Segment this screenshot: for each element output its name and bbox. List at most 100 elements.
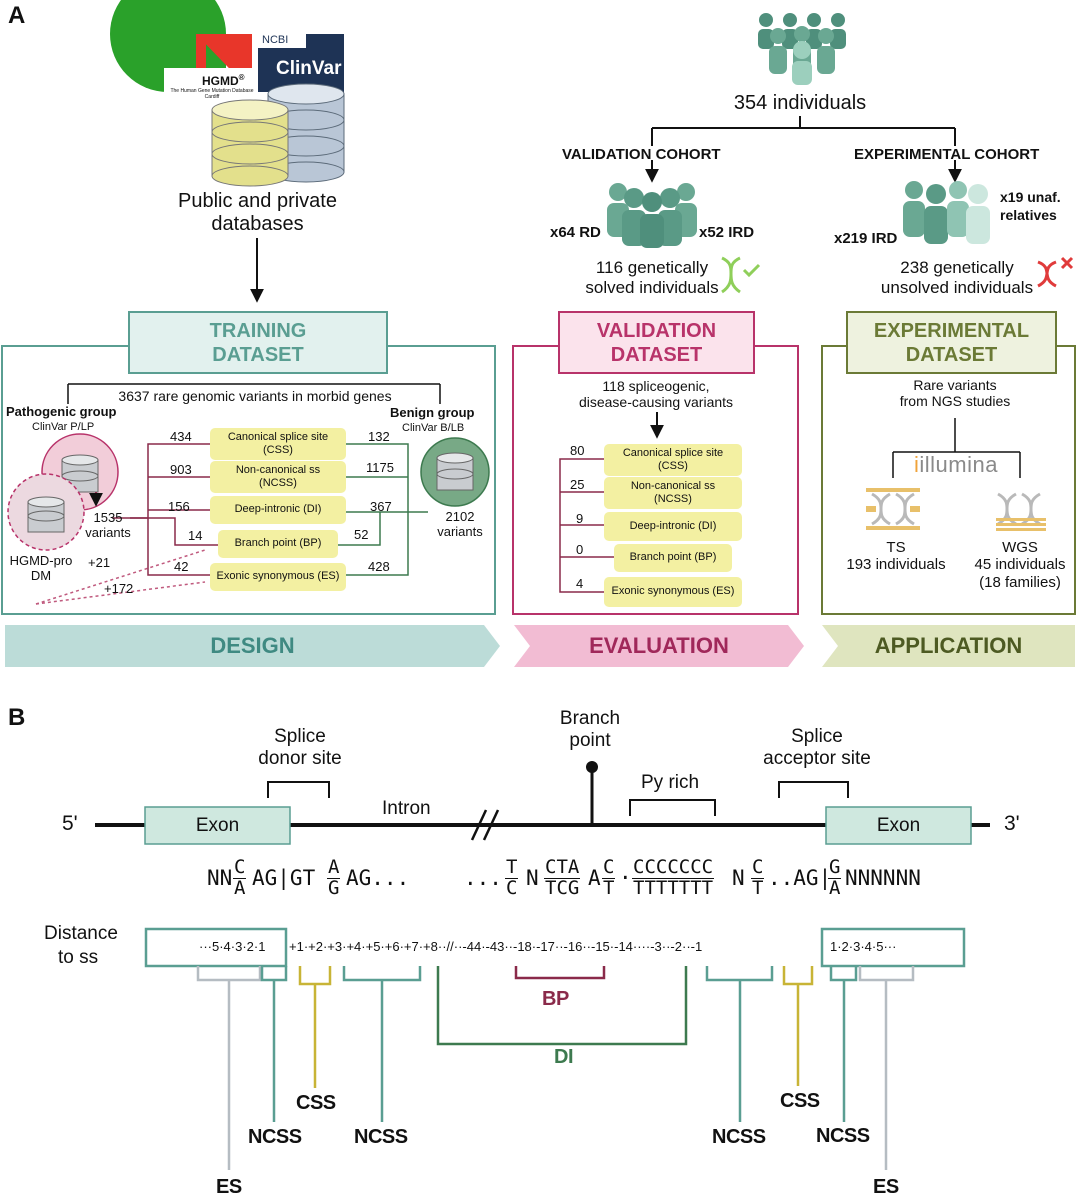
cohort-tree [645, 116, 962, 183]
validation-category-di: Deep-intronic (DI) [604, 512, 742, 541]
validation-category-css: Canonical splice site(CSS) [604, 444, 742, 476]
validation-category-ncss: Non-canonical ss(NCSS) [604, 477, 742, 509]
training-category-bp: Branch point (BP) [218, 530, 338, 558]
pathogenic-group-label: Pathogenic group [6, 404, 117, 419]
training-ncss-pathogenic: 903 [170, 462, 192, 477]
five-prime-label: 5' [62, 812, 78, 835]
es-right-label: ES [873, 1176, 899, 1198]
training-css-benign: 132 [368, 429, 390, 444]
benign-group-label: Benign group [390, 405, 475, 420]
benign-source: ClinVar B/LB [402, 422, 465, 434]
ncss-label-1: NCSS [248, 1126, 302, 1148]
ncss-label-4: NCSS [816, 1125, 870, 1147]
right-exon-distance-box [820, 927, 966, 968]
dna-cross-icon [1037, 256, 1074, 288]
hgmd-pro-dashed [35, 549, 206, 605]
hgmd-logo-text: HGMD® [202, 73, 245, 88]
validation-category-bp: Branch point (BP) [614, 544, 732, 572]
evaluation-band-label: EVALUATION [589, 633, 729, 658]
validation-connectors [559, 458, 614, 593]
people-icon-experimental [903, 181, 990, 244]
ncss-right-intron-bracket [705, 966, 774, 1122]
ncss-left-intron-bracket [342, 966, 422, 1122]
seq-nn: NN [207, 866, 233, 890]
seq-nnnnnn: NNNNNN [845, 866, 921, 890]
css-right-bracket [782, 966, 814, 1086]
css-left-label: CSS [296, 1092, 336, 1114]
experimental-cohort-label: EXPERIMENTAL COHORT [854, 146, 1040, 163]
bp-label: BP [542, 988, 569, 1010]
seq-ag-dots: AG... [346, 866, 410, 890]
application-band [822, 625, 1075, 667]
css-right-label: CSS [780, 1090, 820, 1112]
break-mark [470, 809, 500, 841]
es-left-bracket [196, 966, 262, 1170]
hgmd-plus21: +21 [88, 555, 111, 570]
dna-ts-icon [866, 488, 920, 530]
hgmd-plus172: +172 [104, 581, 134, 596]
people-icon-crowd [758, 13, 846, 85]
people-icon-validation [607, 183, 697, 248]
seq-n1: N [526, 866, 539, 890]
rd-count: x64 RD [550, 224, 601, 241]
bp-bracket [514, 966, 606, 980]
database-icon-yellow [211, 99, 289, 187]
clinvar-logo-text: ClinVar [276, 58, 342, 79]
validation-cohort-label: VALIDATION COHORT [562, 146, 721, 163]
three-prime-label: 3' [1004, 812, 1020, 835]
seq-a1: A [588, 866, 601, 890]
css-left-bracket [298, 966, 332, 1088]
seq-ag-bar: ..AG| [768, 866, 832, 890]
training-es-pathogenic: 42 [174, 559, 189, 574]
training-ncss-benign: 1175 [366, 460, 394, 475]
design-band-label: DESIGN [210, 633, 295, 658]
experimental-tree [892, 418, 1021, 478]
hgmd-pro-db-icon [7, 473, 85, 551]
training-bp-benign: 52 [354, 527, 369, 542]
application-band-label: APPLICATION [874, 633, 1023, 658]
positions-left-exon: ···5·4·3·2·1 [199, 939, 266, 954]
unaffected-relatives: x19 unaf.relatives [1000, 189, 1061, 224]
training-css-pathogenic: 434 [170, 429, 192, 444]
benign-connectors [338, 443, 428, 576]
training-di-pathogenic: 156 [168, 499, 190, 514]
validation-di-count: 9 [576, 511, 584, 526]
pathogenic-connectors [112, 443, 218, 576]
validation-bp-count: 0 [576, 542, 584, 557]
training-category-di: Deep-intronic (DI) [210, 496, 346, 524]
left-exon-distance-box [144, 927, 288, 968]
illumina-logo: iillumina [914, 452, 998, 477]
design-band [5, 625, 500, 667]
exon-left-box [144, 806, 291, 845]
dna-wgs-icon [996, 492, 1046, 531]
ird-experimental-count: x219 IRD [834, 230, 898, 247]
seq-n2: N [732, 866, 745, 890]
validation-ncss-count: 25 [570, 477, 585, 492]
intron-label: Intron [382, 798, 431, 819]
di-bracket [436, 966, 688, 1046]
training-category-es: Exonic synonymous (ES) [210, 563, 346, 591]
validation-summary: 118 spliceogenic,disease-causing variant… [578, 378, 734, 411]
pathogenic-source: ClinVar P/LP [32, 421, 95, 433]
ncbi-logo-text: NCBI [262, 34, 289, 46]
dna-check-icon [721, 256, 761, 294]
training-category-ncss: Non-canonical ss(NCSS) [210, 461, 346, 493]
seq-ag-gt: AG|GT [252, 866, 316, 890]
